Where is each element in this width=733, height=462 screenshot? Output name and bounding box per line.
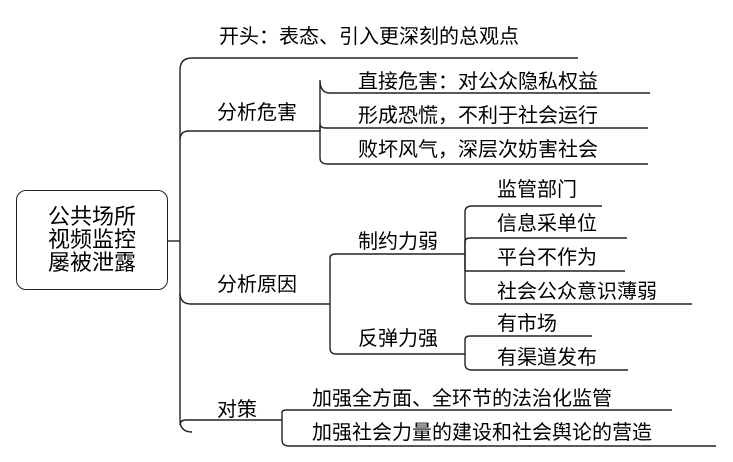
root-topic: 公共场所 视频监控 屡被泄露 (16, 190, 168, 290)
causes-underline (179, 292, 330, 305)
harm-item-2-line (319, 123, 648, 131)
strong-underline (329, 304, 465, 355)
strong-node: 反弹力强 (358, 326, 438, 350)
weak-underline (329, 253, 465, 304)
harm-item-2: 形成恐慌，不利于社会运行 (358, 103, 598, 127)
weak-item-4: 社会公众意识薄弱 (497, 279, 657, 303)
harm-item-1-line (319, 79, 650, 131)
measures-item-1: 加强全方面、全环节的法治化监管 (312, 386, 612, 410)
measures-item-2-line (281, 420, 716, 447)
measures-item-1-line (281, 409, 672, 420)
weak-item-4-line (464, 254, 692, 305)
weak-item-1: 监管部门 (497, 177, 577, 201)
harm-item-3-line (319, 131, 648, 165)
harm-underline (179, 130, 320, 141)
measures-node: 对策 (217, 397, 257, 421)
strong-item-1: 有市场 (497, 311, 557, 335)
main-trunk (179, 70, 193, 433)
intro-underline (179, 57, 578, 71)
strong-item-2-line (464, 354, 628, 371)
measures-underline (179, 419, 282, 426)
strong-item-2: 有渠道发布 (497, 345, 597, 369)
harm-item-3: 败坏风气，深层次妨害社会 (358, 137, 598, 161)
causes-node: 分析原因 (217, 272, 297, 296)
intro-node: 开头：表态、引入更深刻的总观点 (219, 24, 519, 48)
harm-node: 分析危害 (217, 100, 297, 124)
strong-item-1-line (464, 335, 592, 354)
weak-node: 制约力弱 (358, 229, 438, 253)
weak-item-2-line (464, 237, 627, 254)
weak-item-2: 信息采单位 (497, 211, 597, 235)
weak-item-3: 平台不作为 (497, 245, 597, 269)
measures-item-2: 加强社会力量的建设和社会舆论的营造 (312, 420, 652, 444)
weak-item-1-line (464, 205, 602, 254)
harm-item-1: 直接危害：对公众隐私权益 (358, 69, 598, 93)
